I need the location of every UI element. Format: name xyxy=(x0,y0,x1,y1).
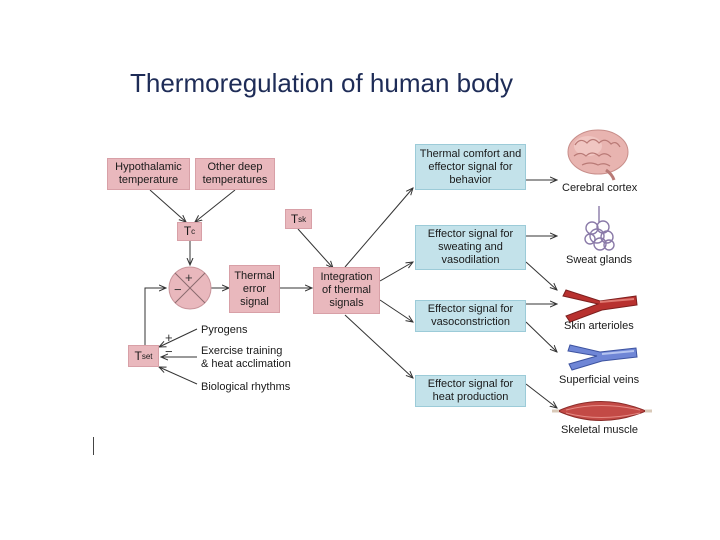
arrow-to-sweating xyxy=(379,262,413,282)
superficial-veins-label: Superficial veins xyxy=(559,374,640,386)
skin-arterioles-label: Skin arterioles xyxy=(564,320,634,332)
hypothalamic-temperature-box: Hypothalamic temperature xyxy=(107,158,190,190)
pyrogens-label: Pyrogens xyxy=(201,324,248,336)
tc-symbol: T xyxy=(183,224,192,238)
arrow-sweating-to-arterioles xyxy=(525,261,557,290)
tset-subscript: set xyxy=(141,351,153,361)
arrow-hypothalamic-to-tc xyxy=(149,189,186,222)
exercise-label: Exercise training & heat acclimation xyxy=(201,345,291,370)
comparator-plus-sign: + xyxy=(185,270,193,285)
tsk-symbol: T xyxy=(290,211,299,226)
left-margin-bar xyxy=(93,437,94,455)
brain-icon xyxy=(567,129,629,181)
artery-icon xyxy=(562,289,638,323)
muscle-icon xyxy=(552,401,652,421)
behavior-effector-box: Thermal comfort and effector signal for … xyxy=(415,144,526,190)
modifier-minus-sign: − xyxy=(165,344,173,359)
modifier-plus-sign: + xyxy=(165,330,173,345)
sweat-gland-icon xyxy=(584,206,615,251)
tc-subscript: c xyxy=(191,227,196,236)
thermal-error-signal-box: Thermal error signal xyxy=(229,265,280,313)
sweating-effector-box: Effector signal for sweating and vasodil… xyxy=(415,225,526,270)
arrow-tsk-to-integration xyxy=(297,228,333,268)
tset-symbol: T xyxy=(134,348,142,363)
comparator-minus-sign: − xyxy=(174,282,182,297)
tsk-subscript: sk xyxy=(298,214,307,224)
arrow-rhythms xyxy=(159,367,198,385)
arrow-to-vasoconstriction xyxy=(379,299,413,322)
other-deep-temperatures-box: Other deep temperatures xyxy=(195,158,275,190)
slide-title: Thermoregulation of human body xyxy=(130,68,514,98)
vein-icon xyxy=(567,344,638,371)
vasoconstriction-effector-box: Effector signal for vasoconstriction xyxy=(415,300,526,332)
arrow-pyrogens xyxy=(159,328,198,347)
arrow-to-heat-production xyxy=(344,314,413,378)
arrow-tset-to-comparator xyxy=(144,288,166,345)
arrow-to-behavior xyxy=(344,188,413,268)
heat-production-effector-box: Effector signal for heat production xyxy=(415,375,526,407)
arrow-vaso-to-veins xyxy=(525,321,557,352)
arrow-heat-to-muscle xyxy=(525,383,557,408)
sweat-glands-label: Sweat glands xyxy=(566,254,633,266)
cerebral-cortex-label: Cerebral cortex xyxy=(562,182,638,194)
skeletal-muscle-label: Skeletal muscle xyxy=(561,424,639,436)
biological-rhythms-label: Biological rhythms xyxy=(201,381,291,393)
arrow-otherdeep-to-tc xyxy=(195,189,236,222)
comparator-circle xyxy=(168,266,212,310)
integration-box: Integration of thermal signals xyxy=(313,267,380,314)
